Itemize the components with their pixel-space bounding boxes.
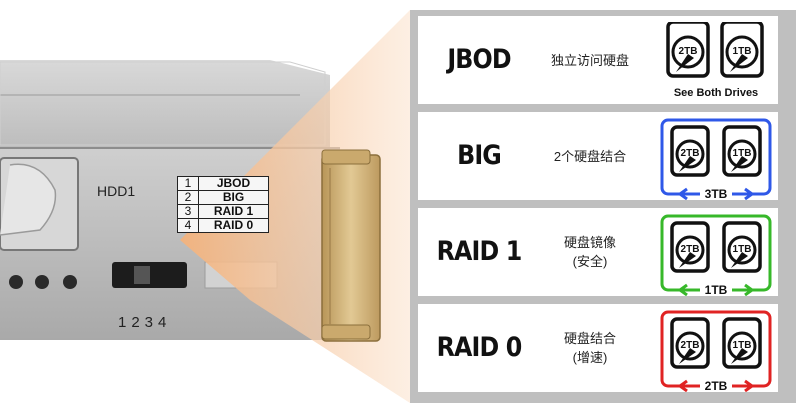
switch-position-numbers: 1234 [118, 314, 172, 331]
mode-title: BIG [457, 140, 502, 171]
mode-title: RAID 0 [436, 332, 523, 363]
mode-name: RAID 0 [198, 218, 269, 233]
drive-pair: 2TB 1TB [666, 22, 764, 78]
drive-pair: 2TB 1TB [660, 310, 772, 392]
mode-card-jbod: JBOD 独立访问硬盘 2TB 1TB See Both Drives [418, 16, 778, 104]
mode-number: 2 [177, 190, 199, 205]
mode-description-line: 独立访问硬盘 [550, 52, 629, 68]
drive-capacity: 1TB [733, 148, 752, 159]
mode-description-line: 硬盘结合 [563, 331, 616, 346]
mode-description-line: 2个硬盘结合 [553, 148, 627, 164]
drive-capacity: 2TB [681, 244, 700, 255]
mode-description-note: (安全) [572, 254, 608, 269]
drive-capacity: 2TB [681, 148, 700, 159]
arrow-left-icon [679, 283, 696, 296]
drive-pair: 2TB 1TB [660, 214, 772, 296]
mode-number: 1 [177, 176, 199, 191]
result-capacity: 1TB [704, 283, 728, 297]
arrow-left-icon [679, 187, 696, 200]
drive-capacity: 1TB [733, 46, 752, 57]
mode-description: 2个硬盘结合 [540, 112, 640, 200]
mode-card-raid1: RAID 1 硬盘镜像 (安全) 2TB 1TB 1TB [418, 208, 778, 297]
arrow-right-icon [736, 187, 753, 200]
hdd-icon: 1TB [720, 22, 764, 78]
hdd-icon: 2TB [670, 125, 710, 177]
mode-name: RAID 1 [198, 204, 269, 219]
hdd-icon: 2TB [666, 22, 710, 78]
arrow-right-icon [736, 283, 753, 296]
drive-pair: 2TB 1TB [660, 118, 772, 200]
bay-label: HDD1 [97, 183, 136, 199]
mode-description: 硬盘结合 (增速) [540, 304, 640, 392]
hdd-icon: 1TB [722, 125, 762, 177]
mode-description: 硬盘镜像 (安全) [540, 208, 640, 296]
drive-capacity: 2TB [681, 340, 700, 351]
arrow-right-icon [736, 379, 753, 392]
hdd-icon: 1TB [722, 221, 762, 273]
mode-card-raid0: RAID 0 硬盘结合 (增速) 2TB 1TB 2TB [418, 304, 778, 393]
result-capacity: 3TB [704, 187, 728, 201]
mode-description-line: 硬盘镜像 [563, 235, 616, 250]
enclosure-top [0, 60, 330, 150]
mode-description-note: (增速) [572, 350, 608, 365]
arrow-left-icon [679, 379, 696, 392]
mode-number: 4 [177, 218, 199, 233]
hdd-icon: 2TB [670, 317, 710, 369]
drive-capacity: 1TB [733, 244, 752, 255]
result-capacity: See Both Drives [673, 87, 759, 99]
mode-name: BIG [198, 190, 269, 205]
drive-capacity: 2TB [679, 46, 698, 57]
mode-description: 独立访问硬盘 [540, 16, 640, 104]
result-capacity: 2TB [704, 379, 728, 393]
mode-title: JBOD [447, 44, 511, 75]
mode-name: JBOD [198, 176, 269, 191]
mode-number: 3 [177, 204, 199, 219]
hdd-icon: 2TB [670, 221, 710, 273]
hdd-icon: 1TB [722, 317, 762, 369]
drive-capacity: 1TB [733, 340, 752, 351]
mode-card-big: BIG 2个硬盘结合 2TB 1TB 3TB [418, 112, 778, 201]
mode-title: RAID 1 [436, 236, 523, 267]
